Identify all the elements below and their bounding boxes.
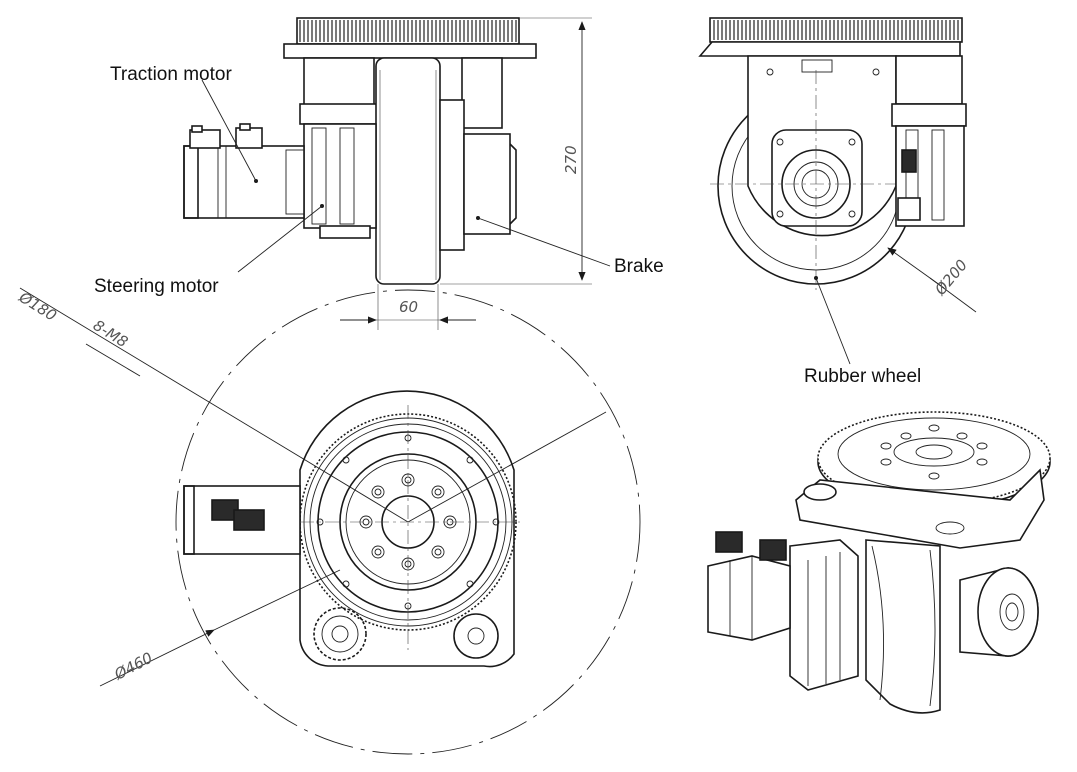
- steering-motor-label: Steering motor: [94, 276, 219, 297]
- rubber-wheel-label: Rubber wheel: [804, 366, 921, 387]
- traction-motor-label: Traction motor: [110, 64, 232, 85]
- outer-circle-dimension: Ø460: [111, 649, 156, 684]
- width-dimension: 60: [399, 298, 418, 316]
- side-view: [698, 17, 977, 365]
- wheel-diameter-dimension: Ø200: [931, 256, 971, 299]
- isometric-view: [707, 411, 1051, 714]
- gear-teeth-front: [299, 20, 517, 42]
- bolt-spec-dimension: 8-M8: [90, 316, 131, 351]
- brake-label: Brake: [614, 256, 664, 277]
- bolt-circle-dimension: Ø180: [15, 288, 60, 325]
- front-view: [183, 17, 611, 330]
- plan-view: [19, 287, 641, 755]
- height-dimension: 270: [562, 145, 580, 174]
